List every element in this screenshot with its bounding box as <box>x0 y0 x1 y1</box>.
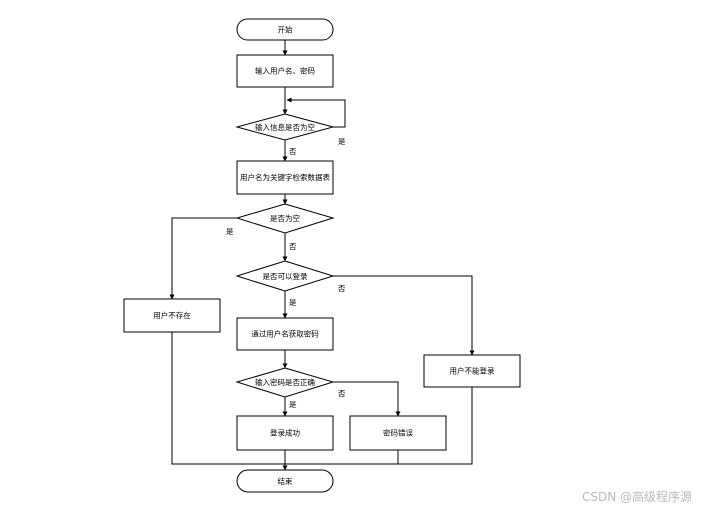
end-label: 结束 <box>278 476 293 486</box>
start-label: 开始 <box>278 25 293 35</box>
cannot-login-node: 用户不能登录 <box>423 354 521 388</box>
input-credentials-node: 输入用户名、密码 <box>236 54 334 88</box>
get-password-node: 通过用户名获取密码 <box>236 317 334 351</box>
can-login-decision: 是否可以登录 <box>235 260 335 292</box>
user-not-exist-label: 用户不存在 <box>153 310 191 320</box>
edge-label-check-empty-yes: 是 <box>338 137 346 146</box>
edge-label-can-login-yes: 是 <box>289 298 297 307</box>
login-success-node: 登录成功 <box>236 415 334 451</box>
password-error-node: 密码错误 <box>349 415 447 451</box>
edge-label-pwd-correct-no: 否 <box>338 389 346 398</box>
end-node: 结束 <box>236 469 334 493</box>
search-table-label: 用户名为关键字检索数据表 <box>240 172 330 182</box>
edge-label-pwd-correct-yes: 是 <box>289 400 297 409</box>
check-empty-decision: 输入信息是否为空 <box>235 113 335 141</box>
flowchart-edge-labels: 是 否 是 否 否 是 否 是 <box>226 137 346 409</box>
check-empty-label: 输入信息是否为空 <box>255 122 315 132</box>
edge-can-login-no <box>333 275 475 356</box>
edge-label-result-empty-no: 否 <box>289 242 297 251</box>
user-not-exist-node: 用户不存在 <box>123 298 221 333</box>
edge-check-empty-yes-loop <box>286 97 346 128</box>
cannot-login-label: 用户不能登录 <box>450 366 495 376</box>
result-empty-decision: 是否为空 <box>235 203 335 234</box>
can-login-label: 是否可以登录 <box>263 271 308 281</box>
password-correct-label: 输入密码是否正确 <box>255 377 315 387</box>
watermark: CSDN @高级程序源 <box>582 490 693 504</box>
start-node: 开始 <box>236 18 334 41</box>
edge-label-result-empty-yes: 是 <box>226 227 234 236</box>
edge-user-not-exist-to-merge <box>171 332 285 465</box>
edge-label-check-empty-no: 否 <box>289 147 297 156</box>
result-empty-label: 是否为空 <box>270 213 300 223</box>
edge-label-can-login-no: 否 <box>338 284 346 293</box>
flowchart-nodes: 开始 输入用户名、密码 输入信息是否为空 用户名为关键字检索数据表 是否为空 是… <box>123 18 521 493</box>
password-error-label: 密码错误 <box>383 428 413 438</box>
login-success-label: 登录成功 <box>270 428 300 438</box>
flowchart-edges <box>169 40 475 471</box>
password-correct-decision: 输入密码是否正确 <box>235 367 335 398</box>
edge-pwd-correct-no <box>333 381 401 417</box>
edge-cannot-login-to-merge <box>285 387 473 465</box>
input-credentials-label: 输入用户名、密码 <box>255 66 315 76</box>
get-password-label: 通过用户名获取密码 <box>251 329 319 339</box>
search-table-node: 用户名为关键字检索数据表 <box>236 160 334 195</box>
edge-result-empty-yes <box>169 217 237 300</box>
